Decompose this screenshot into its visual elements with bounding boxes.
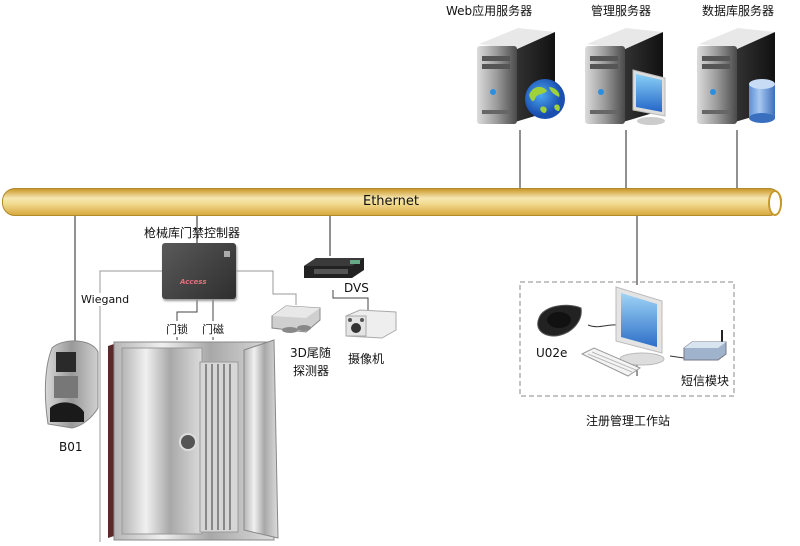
dvs-device: [302, 256, 366, 282]
detector-label-line2: 探测器: [293, 364, 330, 378]
pc-monitor-icon: [615, 286, 665, 366]
detector-icon: [271, 305, 321, 333]
controller-lock-icon: [224, 251, 230, 257]
reader-label: B01: [59, 440, 83, 454]
dvs-icon: [304, 258, 364, 278]
fingerprint-reader-icon: [44, 340, 99, 429]
tailgating-detector: [268, 304, 324, 338]
bus-end-cap: [768, 190, 782, 216]
db-server-label: 数据库服务器: [702, 4, 775, 18]
detector-label-line1: 3D尾随: [290, 346, 331, 360]
keyboard-icon: [580, 347, 642, 377]
camera-icon: [345, 309, 397, 339]
web-server: [473, 22, 565, 127]
sms-module: [682, 328, 730, 362]
sms-modem-icon: [683, 330, 727, 361]
enrollment-device-icon: [537, 304, 582, 337]
workstation-pc: [612, 283, 672, 367]
enrollment-device: [533, 300, 585, 340]
dvs-label: DVS: [344, 281, 369, 295]
camera-line: [332, 290, 369, 310]
mgmt-server: [581, 22, 671, 127]
camera-label: 摄像机: [348, 352, 385, 366]
door-sensor-label: 门磁: [202, 321, 224, 337]
globe-icon: [525, 79, 565, 119]
mgmt-server-label: 管理服务器: [591, 4, 652, 18]
controller-brand: Access: [180, 278, 207, 286]
workstation-box: [519, 281, 735, 397]
sms-cable: [669, 355, 685, 359]
db-server: [693, 22, 783, 127]
monitor-icon: [632, 69, 666, 125]
wiegand-line: [99, 270, 162, 542]
camera-device: [340, 308, 398, 344]
controller-label: 枪械库门禁控制器: [144, 226, 241, 240]
door-lock-label: 门锁: [166, 321, 188, 337]
access-controller: Access: [162, 243, 236, 299]
web-server-label: Web应用服务器: [446, 4, 533, 18]
bus-label: Ethernet: [363, 194, 419, 209]
ethernet-bus: Ethernet: [2, 188, 782, 216]
detector-line: [235, 270, 297, 305]
keyboard: [580, 346, 642, 378]
sms-module-label: 短信模块: [681, 374, 730, 388]
vault-door: [108, 336, 284, 542]
workstation-label: 注册管理工作站: [586, 414, 671, 428]
fingerprint-reader: [42, 338, 100, 430]
vault-door-icon: [108, 339, 279, 541]
database-icon: [749, 79, 775, 123]
enrollment-device-label: U02e: [536, 346, 568, 360]
wiegand-label: Wiegand: [81, 293, 130, 306]
